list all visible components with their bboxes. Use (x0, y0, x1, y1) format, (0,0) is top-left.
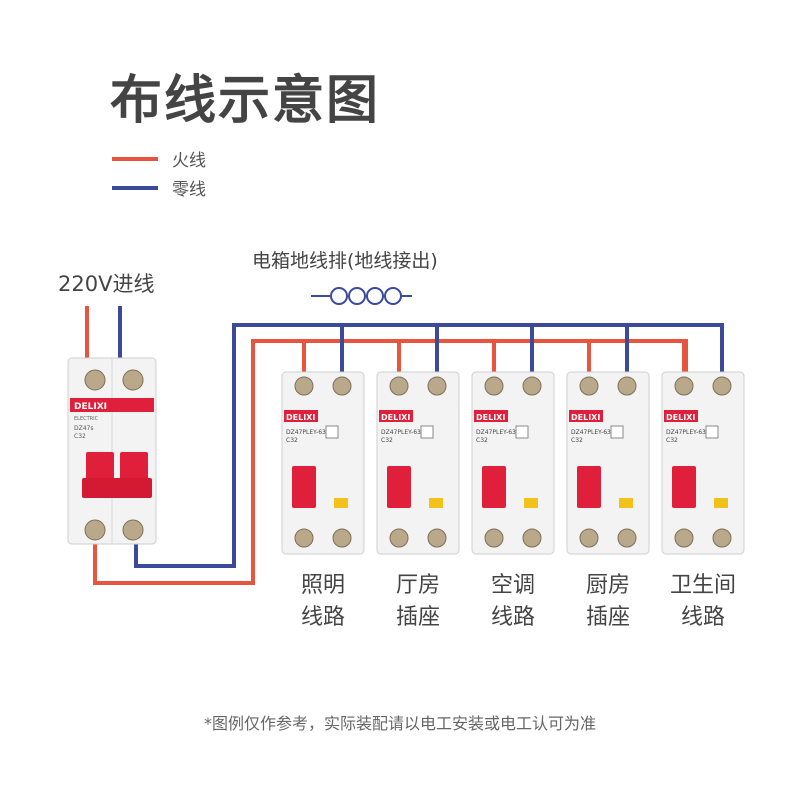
rcbo-test-button[interactable] (714, 498, 728, 508)
input-label: 220V进线 (58, 272, 155, 296)
circuit-label: 厨房 插座 (585, 573, 630, 630)
rcbo-handle[interactable] (672, 466, 696, 508)
page-title: 布线示意图 (110, 71, 381, 131)
rcbo-model: DZ47PLEY-63 (381, 429, 421, 436)
legend-live-label: 火线 (172, 151, 206, 171)
rcbo-test-button[interactable] (429, 498, 443, 508)
rcbo-test-button[interactable] (334, 498, 348, 508)
rcbo-rating: C32 (381, 437, 393, 444)
rcbo-handle[interactable] (292, 466, 316, 508)
main-breaker-sub: ELECTRIC (74, 416, 99, 422)
rcbo-rating: C32 (666, 437, 678, 444)
main-breaker-handle[interactable] (82, 478, 152, 498)
circuit-label: 照明 线路 (300, 573, 345, 630)
rcbo-brand: DELIXI (666, 413, 695, 422)
rcbo-rating: C32 (286, 437, 298, 444)
main-breaker-rating: C32 (74, 433, 86, 440)
rcbo-model: DZ47PLEY-63 (476, 429, 516, 436)
footnote: *图例仅作参考，实际装配请以电工安装或电工认可为准 (203, 714, 596, 733)
live-wire-swatch (112, 156, 158, 161)
circuit-label: 空调 线路 (490, 573, 535, 630)
ground-bar-label: 电箱地线排(地线接出) (252, 250, 438, 272)
rcbo-handle[interactable] (577, 466, 601, 508)
rcbo-model: DZ47PLEY-63 (571, 429, 611, 436)
ground-bar-icon (311, 287, 412, 305)
rcbo-brand: DELIXI (381, 413, 410, 422)
main-breaker-brand: DELIXI (74, 402, 107, 412)
legend-live: 火线 (112, 146, 206, 171)
rcbo-rating: C32 (571, 437, 583, 444)
rcbo-test-button[interactable] (524, 498, 538, 508)
circuit-label: 卫生间 线路 (669, 573, 736, 630)
rcbo-brand: DELIXI (476, 413, 505, 422)
rcbo-model: DZ47PLEY-63 (666, 429, 706, 436)
rcbo-brand: DELIXI (286, 413, 315, 422)
main-breaker-model: DZ47s (74, 425, 94, 432)
rcbo-model: DZ47PLEY-63 (286, 429, 326, 436)
circuit-label: 厅房 插座 (395, 573, 440, 630)
rcbo-rating: C32 (476, 437, 488, 444)
neutral-wire-swatch (112, 185, 158, 190)
rcbo-test-button[interactable] (619, 498, 633, 508)
main-breaker: DELIXI ELECTRIC DZ47s C32 (67, 357, 157, 545)
rcbo-handle[interactable] (387, 466, 411, 508)
rcbo-handle[interactable] (482, 466, 506, 508)
rcbo-brand: DELIXI (571, 413, 600, 422)
legend-neutral-label: 零线 (172, 180, 206, 200)
legend-neutral: 零线 (112, 175, 206, 200)
